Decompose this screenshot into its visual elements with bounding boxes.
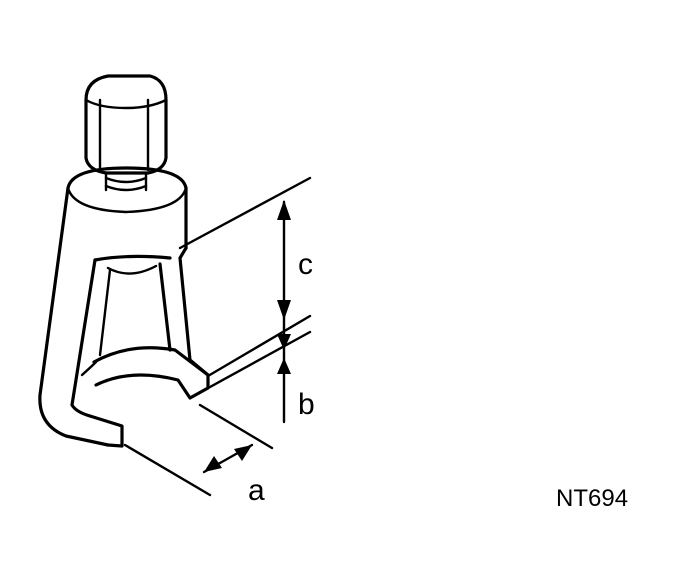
dimension-a: a bbox=[123, 403, 274, 507]
figure-code: NT694 bbox=[556, 485, 628, 512]
dimension-c: c bbox=[178, 176, 313, 330]
collar bbox=[66, 166, 188, 250]
label-a: a bbox=[248, 474, 265, 507]
tool-body bbox=[38, 186, 210, 448]
label-b: b bbox=[298, 388, 315, 421]
ball-joint-puller-icon bbox=[38, 74, 210, 448]
threaded-shaft bbox=[104, 171, 148, 192]
label-c: c bbox=[298, 248, 313, 281]
dimension-b: b bbox=[188, 314, 315, 424]
bolt-head bbox=[84, 74, 168, 175]
